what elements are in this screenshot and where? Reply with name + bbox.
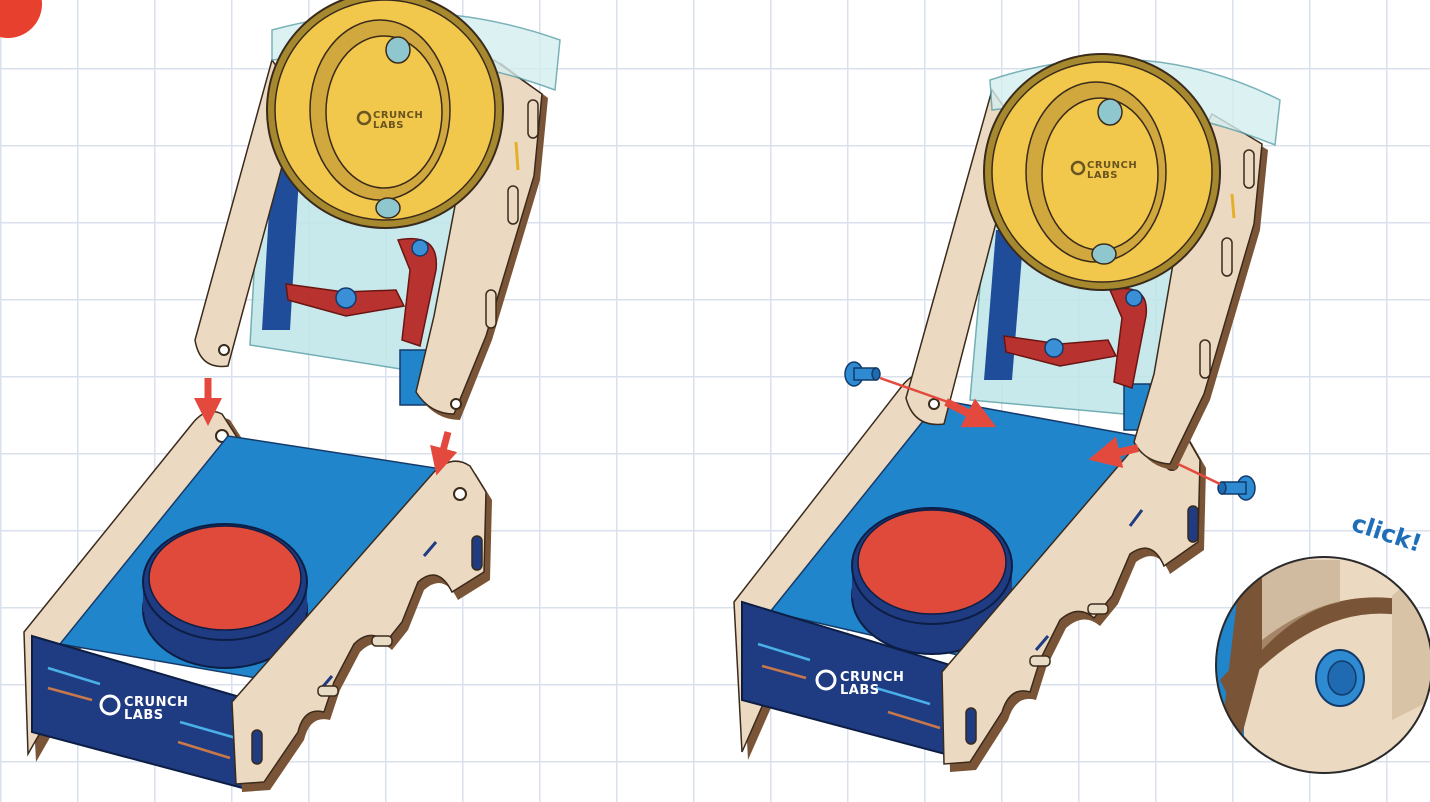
click-detail-callout: click! — [1216, 509, 1430, 780]
peg-right — [1218, 476, 1255, 500]
right-assembly: CRUNCH LABS — [734, 54, 1280, 772]
align-arrow-right — [440, 432, 448, 462]
seated-peg — [1316, 650, 1364, 706]
step-number-badge — [0, 0, 42, 38]
drum-logo-line2: LABS — [1087, 170, 1118, 181]
click-label: click! — [1348, 509, 1425, 558]
yellow-drum: CRUNCH LABS — [267, 0, 503, 228]
front-logo-line2: LABS — [124, 708, 164, 723]
upper-launcher-module: CRUNCH LABS — [195, 0, 560, 420]
yellow-drum: CRUNCH LABS — [984, 54, 1220, 290]
left-assembly: CRUNCH LABS — [24, 0, 560, 792]
drum-logo-line2: LABS — [373, 120, 404, 131]
front-logo-line2: LABS — [840, 683, 880, 698]
peg-left — [845, 362, 880, 386]
